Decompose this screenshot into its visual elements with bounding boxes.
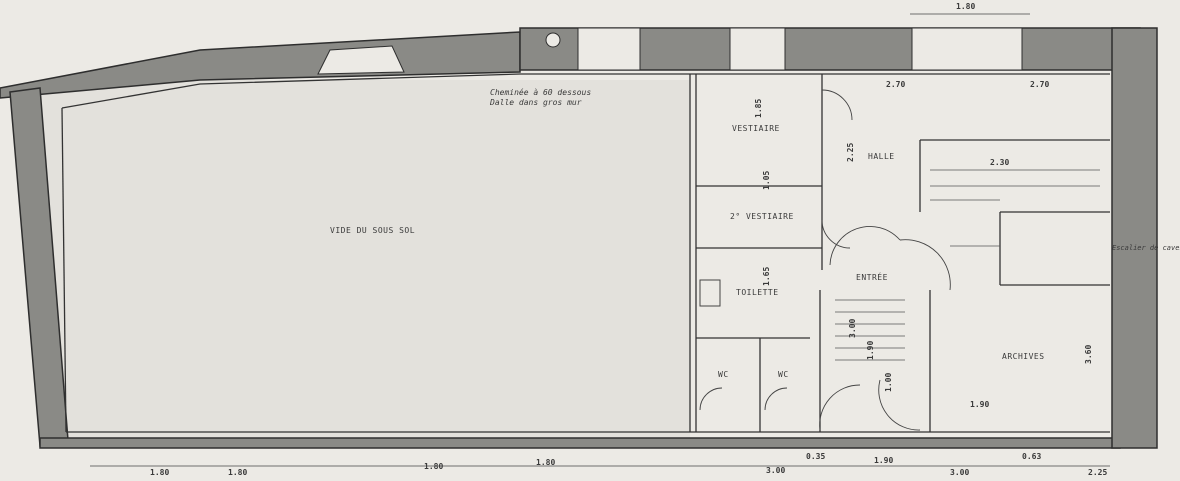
door-arc <box>821 219 851 249</box>
room-label-entree: ENTRÉE <box>856 273 888 282</box>
room-label-archives: ARCHIVES <box>1002 352 1045 361</box>
dimension: 1.90 <box>866 340 875 360</box>
dimension: 2.25 <box>1088 468 1108 477</box>
window-niche <box>911 27 1023 71</box>
dimension: 1.80 <box>228 468 248 477</box>
dimension: 3.00 <box>848 318 857 338</box>
dimension: 2.25 <box>846 142 855 162</box>
dimension: 1.90 <box>874 456 894 465</box>
dimension: 2.30 <box>990 158 1010 167</box>
dimension: 0.35 <box>806 452 826 461</box>
room-label-halle: HALLE <box>868 152 895 161</box>
dimension: 1.80 <box>150 468 170 477</box>
room-label-toilette: TOILETTE <box>736 288 779 297</box>
door-arc <box>699 387 723 411</box>
note-cheminee-2: Dalle dans gros mur <box>490 98 582 107</box>
right-wall <box>1111 27 1158 449</box>
door-arc <box>829 225 901 266</box>
dimension: 1.05 <box>762 170 771 190</box>
window-niche <box>317 45 405 75</box>
basin <box>699 279 721 307</box>
window-niche <box>577 27 641 71</box>
door-arc <box>764 387 788 411</box>
dimension: 1.85 <box>754 98 763 118</box>
dimension: 1.80 <box>536 458 556 467</box>
door-arc <box>821 89 853 121</box>
chimney-flue <box>545 32 561 48</box>
dimension: 1.65 <box>762 266 771 286</box>
dimension: 0.63 <box>1022 452 1042 461</box>
room-label-wc: WC <box>718 370 729 379</box>
dimension: 1.00 <box>884 372 893 392</box>
room-label-vide: VIDE DU SOUS SOL <box>330 226 416 235</box>
dimension: 2.70 <box>886 80 906 89</box>
stair-treads <box>835 169 1100 361</box>
bottom-wall <box>39 437 1121 449</box>
note-cheminee-1: Cheminée à 60 dessous <box>490 88 592 97</box>
room-label-escalier: Escalier de caves <box>1112 244 1180 252</box>
dimension: 1.80 <box>956 2 976 11</box>
interior-outline <box>61 73 1110 109</box>
dimension-lines <box>90 13 1110 467</box>
dimension: 3.60 <box>1084 344 1093 364</box>
dimension: 3.00 <box>766 466 786 475</box>
room-label-wc: WC <box>778 370 789 379</box>
room-label-vestiaire2: 2° VESTIAIRE <box>730 212 794 221</box>
dimension: 1.80 <box>424 462 444 471</box>
door-swings <box>699 89 951 431</box>
dimension: 1.90 <box>970 400 990 409</box>
dimension: 2.70 <box>1030 80 1050 89</box>
door-arc <box>878 379 921 431</box>
door-arc <box>899 239 951 291</box>
left-inner <box>61 107 67 433</box>
interior-lines <box>61 73 1110 433</box>
paper-stain <box>40 80 690 440</box>
door-arc <box>819 384 861 431</box>
wall-openings <box>317 27 1023 75</box>
dimension: 3.00 <box>950 468 970 477</box>
window-niche <box>729 27 786 71</box>
room-label-vestiaire: VESTIAIRE <box>732 124 780 133</box>
